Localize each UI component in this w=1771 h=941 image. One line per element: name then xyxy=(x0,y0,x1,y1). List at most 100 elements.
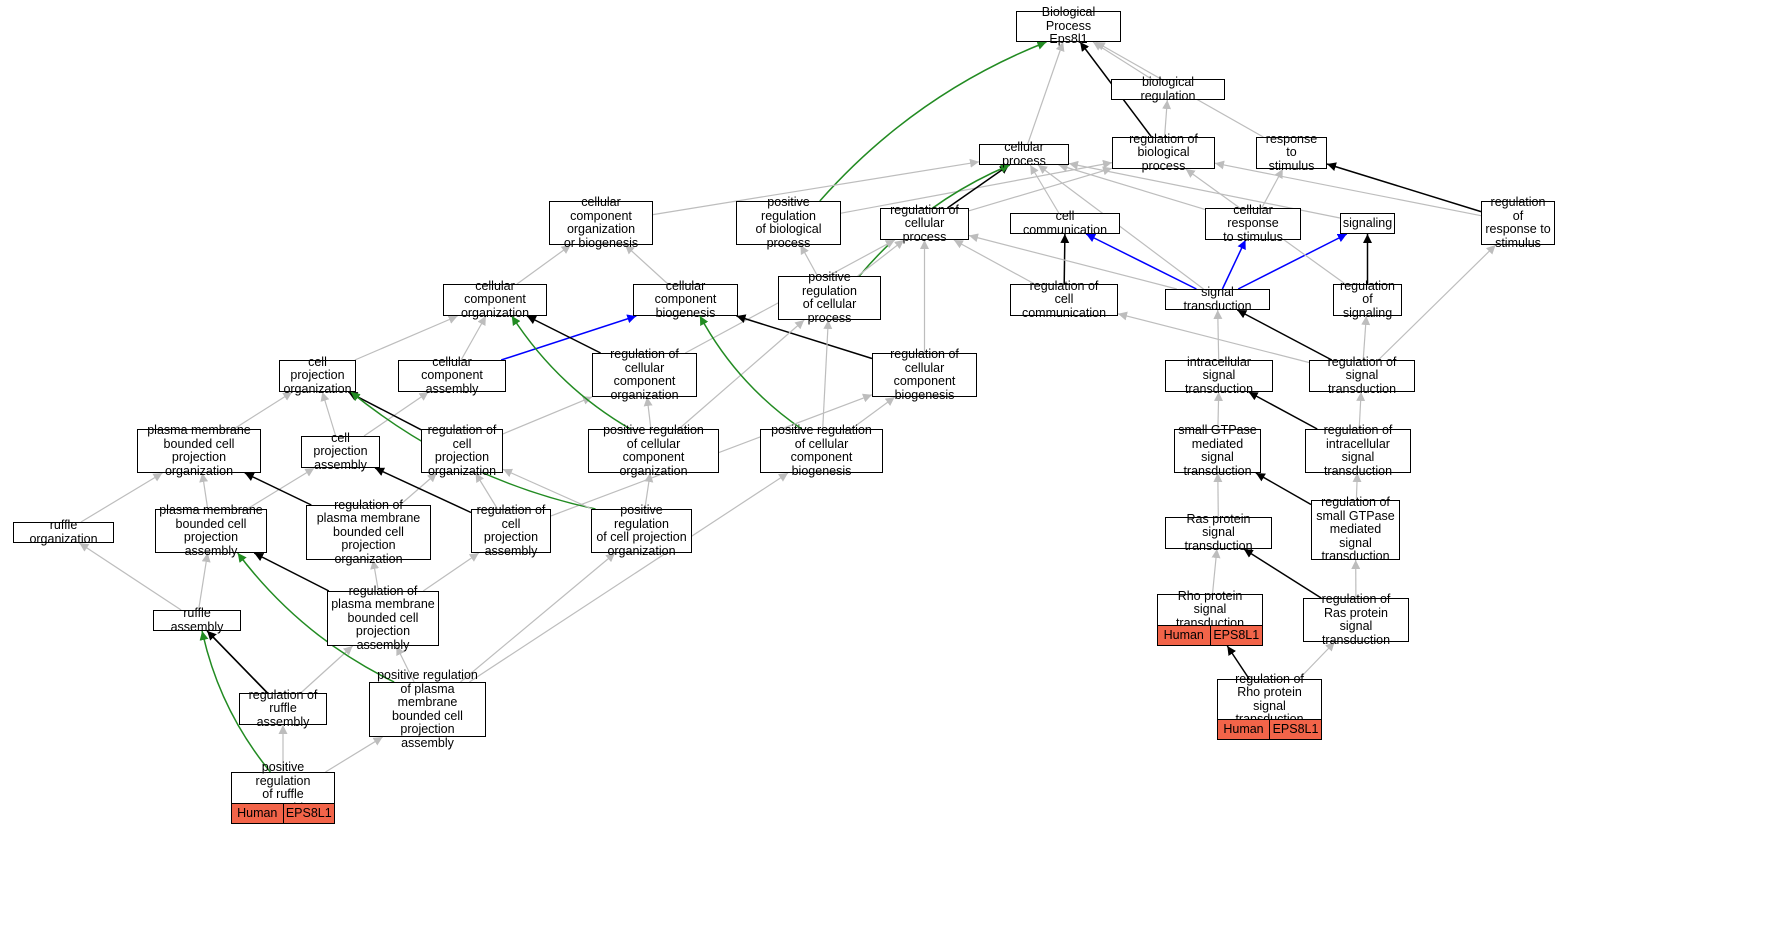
edge-part-of xyxy=(500,314,637,361)
edge-is-a xyxy=(1361,315,1371,361)
go-term-cellcomm[interactable]: cell communication xyxy=(1010,209,1120,236)
edge-is-a xyxy=(968,166,1113,212)
go-term-regresp[interactable]: regulation of response to stimulus xyxy=(1481,195,1555,249)
edge-is-a xyxy=(233,391,293,430)
edge-is-a xyxy=(1058,163,1206,210)
go-term-cellresp[interactable]: cellular response to stimulus xyxy=(1205,203,1301,244)
edge-is-a xyxy=(79,542,182,611)
go-term-signaling[interactable]: signaling xyxy=(1340,213,1395,234)
go-term-regruffle[interactable]: regulation of ruffle assembly xyxy=(239,688,327,729)
go-term-pmbcpo[interactable]: plasma membrane bounded cell projection … xyxy=(137,423,261,477)
edge-regulates xyxy=(253,552,330,592)
go-term-resp[interactable]: response to stimulus xyxy=(1256,132,1327,173)
go-term-posccb[interactable]: positive regulation of cellular componen… xyxy=(760,423,883,477)
edge-is-a xyxy=(422,552,480,592)
edge-regulates xyxy=(374,467,472,514)
go-term-regbio[interactable]: regulation of biological process xyxy=(1112,132,1215,173)
edge-is-a xyxy=(1213,309,1223,361)
go-term-ccob[interactable]: cellular component organization or bioge… xyxy=(549,195,653,249)
edge-is-a xyxy=(320,391,337,437)
go-term-posbio[interactable]: positive regulation of biological proces… xyxy=(736,195,841,249)
edge-part-of xyxy=(1221,239,1247,290)
go-term-reggtpase[interactable]: regulation of small GTPase mediated sign… xyxy=(1311,496,1400,563)
edge-is-a xyxy=(1214,160,1482,217)
edge-is-a xyxy=(460,552,616,683)
go-term-cca[interactable]: cellular component assembly xyxy=(398,355,506,396)
go-term-regpmbcpo[interactable]: regulation of plasma membrane bounded ce… xyxy=(306,498,431,566)
go-term-poscco[interactable]: positive regulation of cellular componen… xyxy=(588,423,719,477)
edge-is-a xyxy=(1261,168,1284,209)
edge-is-a xyxy=(1027,41,1065,145)
edge-is-a xyxy=(502,396,593,435)
edge-is-a xyxy=(1211,548,1221,595)
go-term-bp[interactable]: Biological Process Eps8l1 xyxy=(1016,6,1121,46)
go-term-ruffleasm[interactable]: ruffle assembly xyxy=(153,606,241,633)
go-term-sigtrans[interactable]: signal transduction xyxy=(1165,285,1270,312)
go-term-regcomm[interactable]: regulation of cell communication xyxy=(1010,279,1118,320)
edge-is-a xyxy=(857,239,905,277)
edge-regulates xyxy=(526,315,601,354)
edge-is-a xyxy=(1377,244,1497,361)
go-term-regcco[interactable]: regulation of cellular component organiz… xyxy=(592,347,697,401)
annotation-row: Human EPS8L1 xyxy=(231,804,335,824)
edge-is-a xyxy=(1068,160,1341,219)
gene-tag[interactable]: EPS8L1 xyxy=(1209,626,1263,645)
go-term-regcpa[interactable]: regulation of cell projection assembly xyxy=(471,503,551,557)
edge-is-a xyxy=(1037,164,1204,290)
go-term-posruffle[interactable]: positive regulation of ruffle assembly xyxy=(231,760,335,814)
edge-is-a xyxy=(363,391,429,437)
edge-is-a xyxy=(799,244,819,277)
go-term-bioreg[interactable]: biological regulation xyxy=(1111,75,1225,102)
species-tag[interactable]: Human xyxy=(1163,628,1204,642)
edge-is-a xyxy=(399,472,438,506)
edge-is-a xyxy=(354,315,458,361)
go-term-rho[interactable]: Rho protein signal transduction xyxy=(1157,589,1263,630)
go-term-ccb[interactable]: cellular component biogenesis xyxy=(633,279,738,320)
edge-is-a xyxy=(644,472,654,510)
go-term-regsigtrans[interactable]: regulation of signal transduction xyxy=(1309,355,1415,396)
edge-part-of xyxy=(1085,233,1197,290)
edge-regulates xyxy=(1226,645,1250,680)
edge-is-a xyxy=(1298,641,1336,680)
edge-is-a xyxy=(678,319,805,430)
edge-part-of xyxy=(1237,233,1348,290)
edge-regulates xyxy=(736,314,873,360)
go-term-ras[interactable]: Ras protein signal transduction xyxy=(1165,512,1272,553)
go-term-regras[interactable]: regulation of Ras protein signal transdu… xyxy=(1303,592,1409,646)
species-tag[interactable]: Human xyxy=(1223,722,1264,736)
go-term-poscpo[interactable]: positive regulation of cell projection o… xyxy=(591,503,692,557)
go-term-regsig[interactable]: regulation of signaling xyxy=(1333,279,1402,320)
go-term-cpa[interactable]: cell projection assembly xyxy=(301,431,380,472)
go-term-cellproc[interactable]: cellular process xyxy=(979,140,1069,167)
edge-positively-regulates xyxy=(819,41,1047,202)
go-term-regintra[interactable]: regulation of intracellular signal trans… xyxy=(1305,423,1411,477)
go-term-gtpase[interactable]: small GTPase mediated signal transductio… xyxy=(1174,423,1261,477)
go-term-regcpo[interactable]: regulation of cell projection organizati… xyxy=(421,423,503,477)
go-term-ruffleorg[interactable]: ruffle organization xyxy=(13,518,114,545)
go-term-pmbcpa[interactable]: plasma membrane bounded cell projection … xyxy=(155,503,267,557)
go-term-regccb[interactable]: regulation of cellular component biogene… xyxy=(872,347,977,401)
go-term-regcell[interactable]: regulation of cellular process xyxy=(880,203,969,244)
edge-is-a xyxy=(1352,472,1362,501)
edge-is-a xyxy=(822,319,833,430)
go-term-pospmbcpa[interactable]: positive regulation of plasma membrane b… xyxy=(369,668,486,749)
go-term-cpo[interactable]: cell projection organization xyxy=(279,355,356,396)
go-term-cco[interactable]: cellular component organization xyxy=(443,279,547,320)
edge-is-a xyxy=(1117,311,1310,364)
edge-regulates xyxy=(244,472,312,506)
go-term-poscell[interactable]: positive regulation of cellular process xyxy=(778,270,881,324)
edge-is-a xyxy=(469,472,789,683)
annotation-row: Human EPS8L1 xyxy=(1157,626,1263,646)
edge-positively-regulates xyxy=(699,315,803,430)
edge-is-a xyxy=(325,736,383,773)
edge-regulates xyxy=(1060,233,1070,285)
go-term-regrho[interactable]: regulation of Rho protein signal transdu… xyxy=(1217,672,1322,726)
edge-is-a xyxy=(968,233,1177,290)
go-term-regpmbcpa[interactable]: regulation of plasma membrane bounded ce… xyxy=(327,584,439,652)
species-tag[interactable]: Human xyxy=(237,806,278,820)
edge-is-a xyxy=(198,552,211,611)
gene-tag[interactable]: EPS8L1 xyxy=(282,804,335,823)
go-term-intrasig[interactable]: intracellular signal transduction xyxy=(1165,355,1273,396)
edge-is-a xyxy=(199,472,209,510)
gene-tag[interactable]: EPS8L1 xyxy=(1269,720,1321,739)
